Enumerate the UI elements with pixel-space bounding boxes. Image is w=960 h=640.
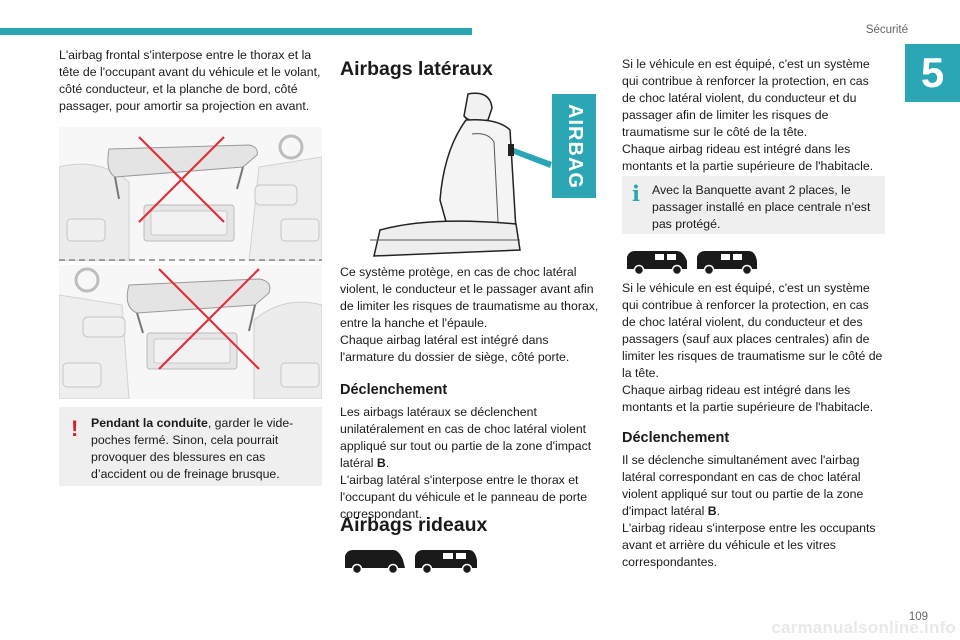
side-trigger-heading: Déclenchement [340, 382, 448, 398]
van-silhouette-icon [627, 251, 757, 276]
warning-text: Pendant la conduite, garder le vide-poch… [91, 415, 314, 483]
section-title: Sécurité [865, 24, 908, 36]
curtain-trigger-text-end: . [716, 504, 721, 518]
dashboard-airbag-illustration [59, 265, 322, 399]
side-airbags-title: Airbags latéraux [340, 58, 493, 80]
info-text: Avec la Banquette avant 2 places, le pas… [652, 183, 871, 231]
seat-airbag-illustration [370, 92, 596, 257]
van-icons-row-2 [625, 247, 759, 276]
dashboard-airbag-illustration [59, 127, 322, 261]
curtain-trigger-heading: Déclenchement [622, 430, 730, 446]
side-trigger-text-a: Les airbags latéraux se déclenchent unil… [340, 405, 592, 470]
side-trigger-text: Les airbags latéraux se déclenchent unil… [340, 404, 602, 472]
side-airbag-location: Chaque airbag latéral est intégré dans l… [340, 333, 570, 364]
van-icons-row-1 [343, 546, 479, 575]
curtain-trigger-text: Il se déclenche simultanément avec l'air… [622, 452, 884, 520]
info-box: i Avec la Banquette avant 2 places, le p… [622, 176, 885, 234]
header-accent-bar [0, 28, 472, 35]
frontal-airbag-intro: L'airbag frontal s'interpose entre le th… [59, 48, 321, 113]
seat-illustration: AIRBAG [370, 90, 600, 260]
warning-exclamation-icon: ! [71, 416, 79, 441]
zone-b-label: B [707, 504, 717, 518]
curtain-desc-2: Si le véhicule en est équipé, c'est un s… [622, 281, 883, 380]
curtain-trigger-text2: L'airbag rideau s'interpose entre les oc… [622, 521, 876, 569]
chapter-number: 5 [905, 44, 960, 102]
side-trigger-text-end: . [385, 456, 390, 470]
curtain-desc-1: Si le véhicule en est équipé, c'est un s… [622, 57, 870, 139]
info-icon: i [632, 181, 640, 206]
warning-box: ! Pendant la conduite, garder le vide-po… [59, 407, 322, 486]
airbag-label-box: AIRBAG [552, 94, 596, 198]
curtain-trigger-text-a: Il se déclenche simultanément avec l'air… [622, 453, 864, 518]
van-silhouette-icon [345, 550, 477, 575]
warning-bold: Pendant la conduite [91, 416, 208, 430]
page-number: 109 [908, 611, 928, 623]
warning-rest: , garder le vide-poches fermé. Sinon, ce… [91, 416, 294, 481]
side-trigger-text2: L'airbag latéral s'interpose entre le th… [340, 473, 588, 521]
curtain-desc-1b: Chaque airbag rideau est intégré dans le… [622, 142, 874, 173]
curtain-airbags-title: Airbags rideaux [340, 514, 488, 536]
zone-b-label: B [376, 456, 386, 470]
curtain-desc-2b: Chaque airbag rideau est intégré dans le… [622, 383, 874, 414]
watermark: carmanualsonline.info [771, 618, 956, 637]
dashboard-illustration-bottom [59, 265, 322, 399]
side-airbag-description: Ce système protège, en cas de choc latér… [340, 265, 599, 330]
airbag-label: AIRBAG [563, 103, 586, 189]
dashboard-illustration-top [59, 127, 322, 261]
